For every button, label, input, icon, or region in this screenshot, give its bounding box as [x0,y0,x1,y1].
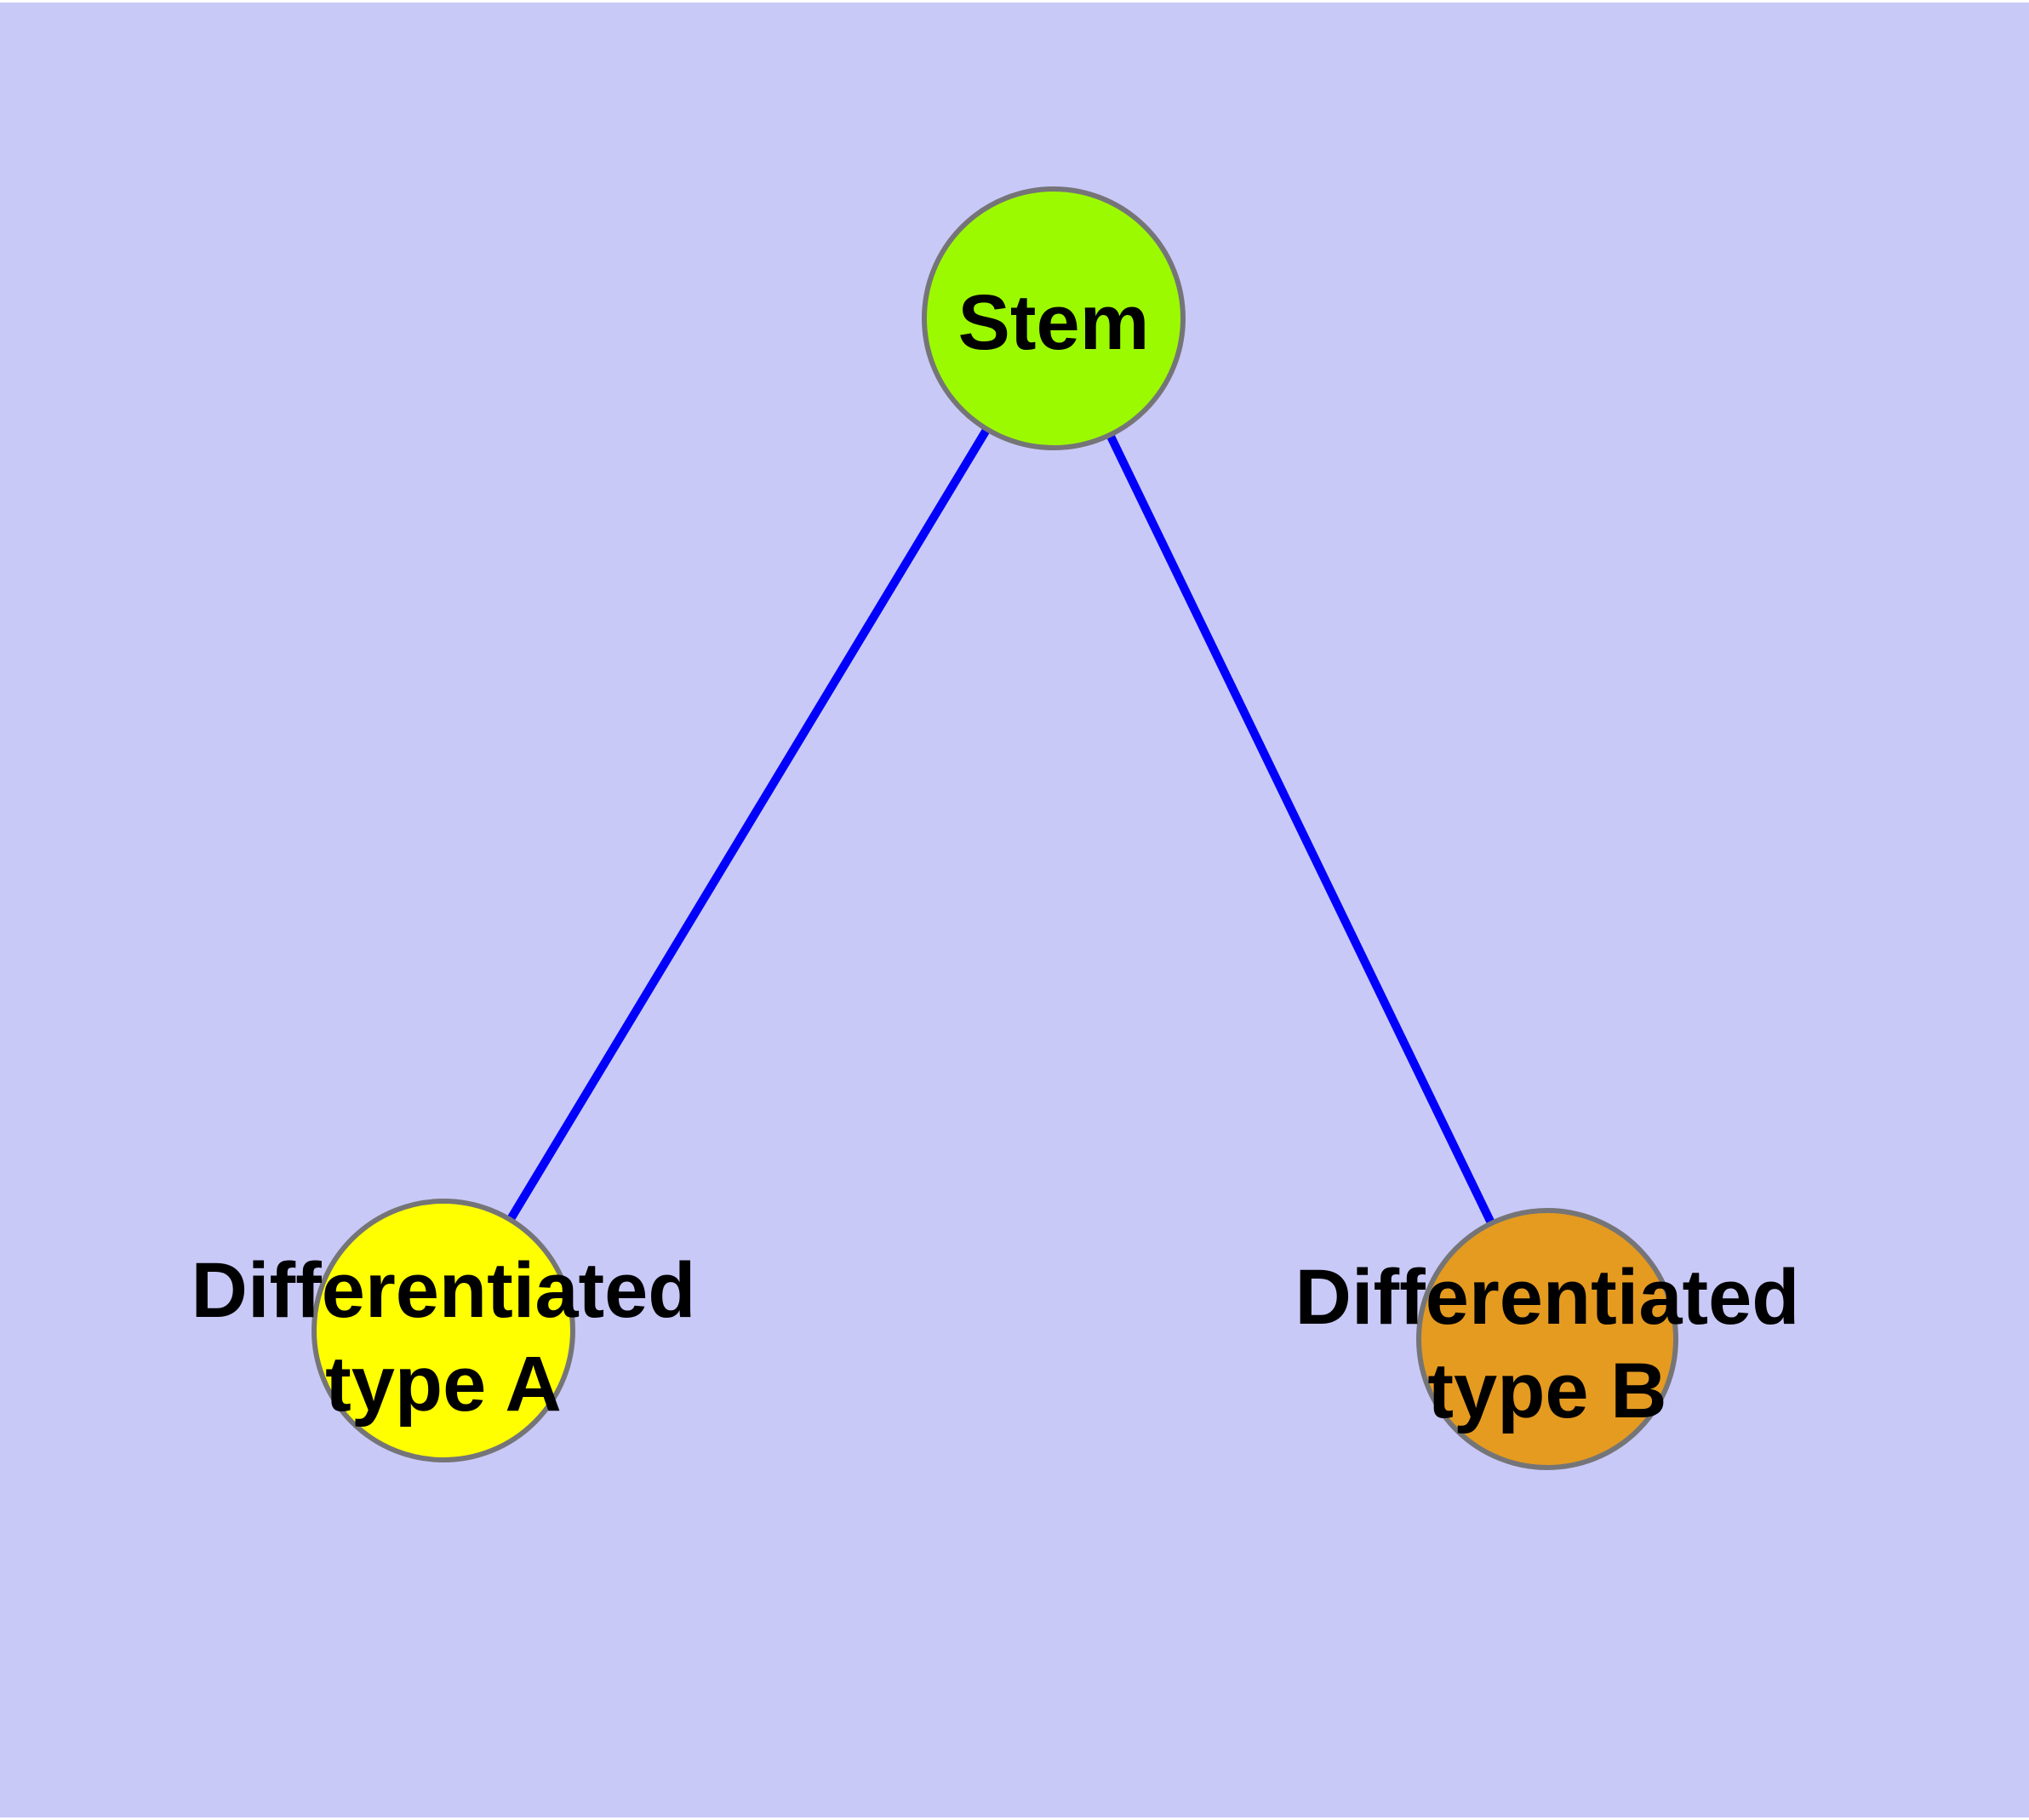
label-stem: Stem [958,279,1150,366]
node-stem [922,186,1186,450]
edge-stem-to-differentiated-type-b [1049,316,1552,1342]
edge-stem-to-differentiated-type-a [439,316,1058,1333]
canvas-edge-strip-top [0,0,2029,3]
node-differentiated-type-b [1416,1208,1678,1470]
canvas-edge-strip-bottom [0,1817,2029,1820]
edges-layer [439,316,1552,1342]
node-differentiated-type-a [311,1199,575,1462]
